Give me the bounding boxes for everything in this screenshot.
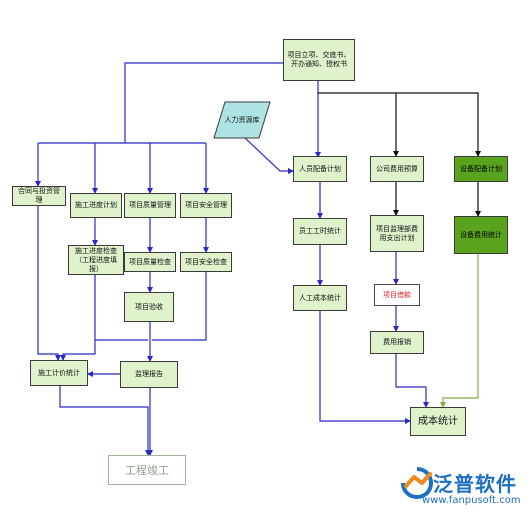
node-labor-cost: 人工成本统计: [293, 285, 347, 311]
node-valuation: 施工计价统计: [30, 360, 88, 386]
node-company-budget: 公司费用预算: [370, 156, 424, 182]
edge-progress-to-valuation: [60, 340, 96, 361]
node-progress-plan: 施工进度计划: [70, 193, 122, 218]
logo-url: www.fanpusoft.com: [422, 495, 521, 506]
brand-logo: 泛普软件 www.fanpusoft.com: [400, 466, 528, 508]
parallelogram-shape: [213, 101, 271, 139]
node-contract-invest: 合同与投资管理: [12, 186, 66, 206]
node-staff-plan: 人员配备计划: [293, 156, 347, 182]
node-equipment-cost: 设备费用统计: [454, 216, 508, 254]
node-loan: 项目借款: [374, 284, 420, 306]
node-hr-resource: 人力资源库: [213, 101, 271, 139]
edge-reimburse-to-cost: [395, 354, 429, 408]
node-cost-stats: 成本统计: [410, 407, 466, 436]
node-reimburse: 费用报销: [370, 331, 424, 354]
node-staff-hours: 员工工时统计: [293, 218, 347, 245]
edge-labor-to-cost: [319, 311, 411, 424]
edge-start-to-branch: [124, 62, 283, 143]
node-hr-resource-label: 人力资源库: [224, 115, 260, 124]
node-safety-check: 项目安全检查: [180, 252, 232, 272]
node-progress-check: 施工进度检查（工程进度填报）: [68, 245, 124, 275]
node-completion: 工程竣工: [108, 455, 186, 485]
edge-hr-to-staff-plan: [243, 136, 294, 174]
edge-valuation-to-completion: [59, 386, 151, 456]
fanpu-logo-icon: [401, 467, 434, 500]
node-start: 项目立项、交底书、开办通知、授权书: [283, 39, 355, 81]
edge-safety-check-to-report: [152, 272, 207, 341]
node-equipment-plan: 设备配备计划: [454, 156, 508, 182]
edge-equipment-cost-to-cost: [440, 254, 479, 408]
edge-contract-to-valuation: [37, 206, 61, 361]
node-quality-mgmt: 项目质量管理: [124, 193, 176, 218]
node-supervision-report: 监理报告: [120, 361, 178, 388]
node-acceptance: 项目验收: [124, 292, 174, 322]
node-site-expense: 项目监理部费用支出计划: [370, 215, 424, 252]
logo-name: 泛普软件: [433, 472, 517, 496]
edge-start-to-budget: [318, 92, 399, 157]
node-safety-mgmt: 项目安全管理: [180, 193, 232, 218]
edge-start-to-equipment: [396, 92, 481, 157]
node-quality-check: 项目质量检查: [124, 252, 176, 272]
